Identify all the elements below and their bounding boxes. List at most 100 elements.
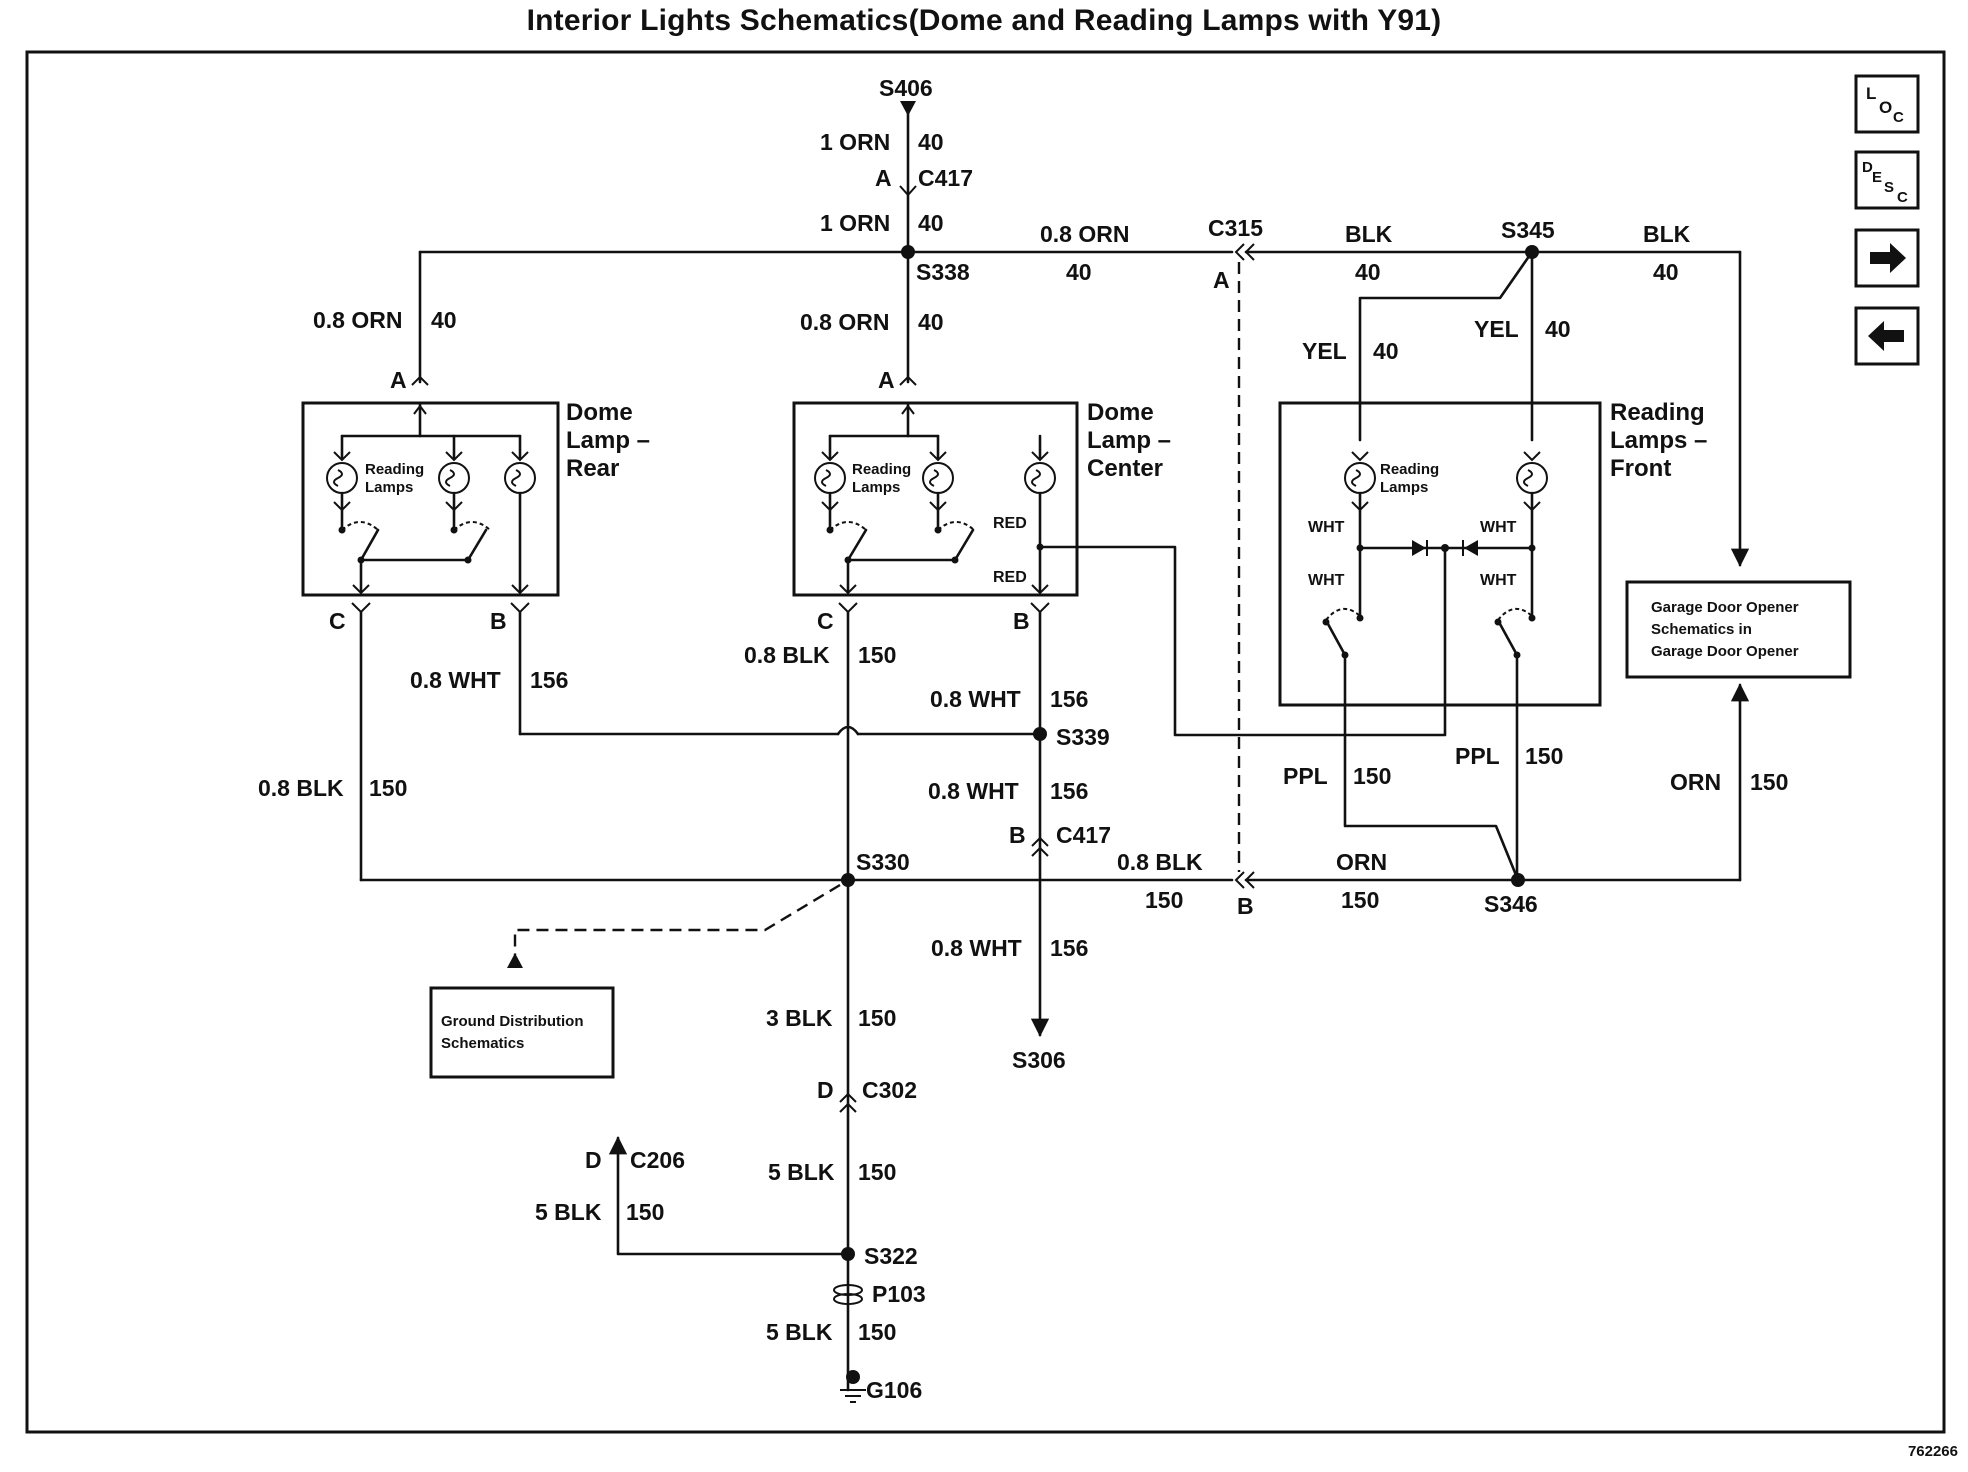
wire-label: 0.8 ORN (800, 309, 889, 335)
circuit-number: 40 (431, 307, 457, 333)
circuit-number: 150 (858, 1159, 896, 1185)
wire-label: 0.8 BLK (744, 642, 830, 668)
wire-label: 0.8 WHT (410, 667, 501, 693)
wire-color-wht: WHT (1480, 519, 1517, 536)
circuit-number: 40 (918, 309, 944, 335)
circuit-number: 150 (1145, 887, 1183, 913)
connector-label-c315: C315 (1208, 215, 1263, 241)
wire-label: PPL (1455, 743, 1500, 769)
circuit-number: 150 (858, 1005, 896, 1031)
connector-pin: A (1213, 267, 1230, 293)
loc-letter: O (1879, 98, 1892, 117)
wire-color-wht: WHT (1308, 572, 1345, 589)
wire-labels: S406 1 ORN 40 A C417 1 ORN 40 S338 0.8 O… (258, 75, 1788, 1403)
connector-pin: A (878, 367, 895, 393)
wire-label: ORN (1670, 769, 1721, 795)
loc-letter: L (1866, 84, 1876, 103)
left-arrow-icon (1868, 321, 1904, 351)
circuit-number: 150 (858, 642, 896, 668)
reference-line1: Ground Distribution (441, 1013, 583, 1030)
desc-button[interactable]: D E S C (1854, 150, 1920, 210)
wire-color-wht: WHT (1308, 519, 1345, 536)
circuit-number: 150 (1341, 887, 1379, 913)
reference-line3: Garage Door Opener (1651, 643, 1799, 660)
desc-letter: S (1884, 179, 1894, 196)
bulb-label-line2: Lamps (365, 479, 413, 496)
component-title-line1: Dome (566, 399, 633, 426)
wire-label: 3 BLK (766, 1005, 833, 1031)
circuit-number: 156 (530, 667, 568, 693)
wire-label: 0.8 WHT (928, 778, 1019, 804)
connector-label-c417: C417 (1056, 822, 1111, 848)
next-button[interactable] (1854, 228, 1920, 288)
wire-ground-side (359, 610, 1750, 1403)
wire-label: 0.8 WHT (931, 935, 1022, 961)
splice-s322 (841, 1247, 855, 1261)
ground-label-g106: G106 (866, 1377, 922, 1403)
page-title: Interior Lights Schematics(Dome and Read… (526, 4, 1442, 37)
wire-label: ORN (1336, 849, 1387, 875)
connector-pin: D (817, 1077, 834, 1103)
connector-pin: A (390, 367, 407, 393)
diagram-frame (25, 50, 1946, 1434)
wire-label: 0.8 BLK (258, 775, 344, 801)
loc-letter: C (1893, 109, 1904, 126)
splice-s330 (841, 873, 855, 887)
connector-label-p103: P103 (872, 1281, 926, 1307)
wire-label: 0.8 WHT (930, 686, 1021, 712)
connector-pin: A (875, 165, 892, 191)
connector-label-c302: C302 (862, 1077, 917, 1103)
wire-label: 1 ORN (820, 210, 890, 236)
wire-label: 0.8 ORN (313, 307, 402, 333)
circuit-number: 150 (369, 775, 407, 801)
circuit-number: 150 (1750, 769, 1788, 795)
splice-label-s306: S306 (1012, 1047, 1066, 1073)
circuit-number: 156 (1050, 686, 1088, 712)
reference-line1: Garage Door Opener (1651, 599, 1799, 616)
loc-button[interactable]: L O C (1854, 74, 1920, 134)
splice-label-s322: S322 (864, 1243, 918, 1269)
splice-label-s346: S346 (1484, 891, 1538, 917)
desc-letter: D (1862, 159, 1873, 176)
wire-label: 5 BLK (766, 1319, 833, 1345)
wire-label: 0.8 BLK (1117, 849, 1203, 875)
bulb-label-line2: Lamps (852, 479, 900, 496)
connector-pin: B (1009, 822, 1026, 848)
document-number: 762266 (1907, 1443, 1958, 1460)
component-title-line2: Lamp – (566, 427, 650, 454)
bulb-label-line1: Reading (1380, 461, 1439, 478)
bulb-label-line2: Lamps (1380, 479, 1428, 496)
previous-button[interactable] (1854, 306, 1920, 366)
circuit-number: 150 (1525, 743, 1563, 769)
circuit-number: 40 (918, 210, 944, 236)
wire-label: YEL (1302, 338, 1347, 364)
garage-door-opener-reference[interactable]: Garage Door Opener Schematics in Garage … (1625, 580, 1852, 679)
circuit-number: 40 (1545, 316, 1571, 342)
component-title-line2: Lamps – (1610, 427, 1707, 454)
wire-color-red-top: RED (993, 515, 1027, 532)
wire-label: BLK (1345, 221, 1393, 247)
connector-pin: B (1013, 608, 1030, 634)
splice-label-s339: S339 (1056, 724, 1110, 750)
connector-label-c417: C417 (918, 165, 973, 191)
dome-lamp-center: Reading Lamps RED RED Dome Lamp – Center (792, 375, 1171, 614)
connector-pin: B (1237, 893, 1254, 919)
wire-color-wht: WHT (1480, 572, 1517, 589)
circuit-number: 150 (626, 1199, 664, 1225)
reading-lamps-front: Reading Lamps WHT WHT WHT WHT Reading La… (1278, 399, 1707, 707)
ground-distribution-reference[interactable]: Ground Distribution Schematics (429, 986, 615, 1079)
wire-label: 0.8 ORN (1040, 221, 1129, 247)
circuit-number: 150 (1353, 763, 1391, 789)
wire-label: 1 ORN (820, 129, 890, 155)
wire-color-red-bottom: RED (993, 569, 1027, 586)
splice-s338 (901, 245, 915, 259)
desc-letter: C (1897, 189, 1908, 206)
splice-label-s330: S330 (856, 849, 910, 875)
circuit-number: 40 (1373, 338, 1399, 364)
component-title-line3: Center (1087, 455, 1163, 482)
right-arrow-icon (1870, 243, 1906, 273)
connector-pin: C (329, 608, 346, 634)
connector-pin: D (585, 1147, 602, 1173)
splice-label-s338: S338 (916, 259, 970, 285)
